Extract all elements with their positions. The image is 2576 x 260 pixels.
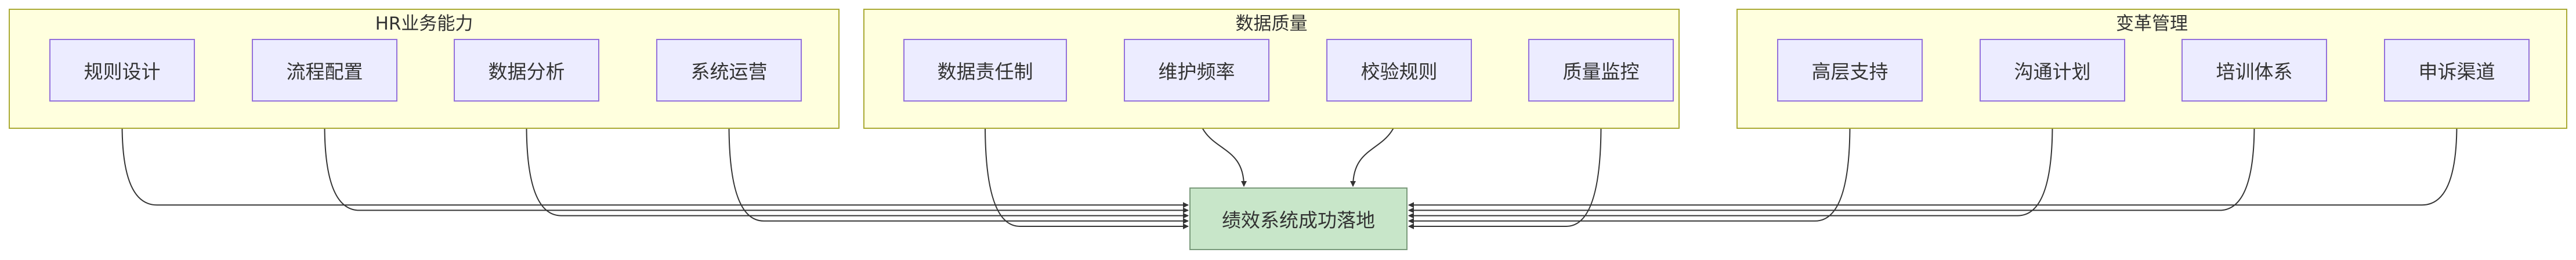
node-rule-design[interactable]: 规则设计 bbox=[49, 39, 195, 102]
edge-data-accountability bbox=[985, 102, 1189, 229]
node-communication-plan[interactable]: 沟通计划 bbox=[1980, 39, 2125, 102]
group-title: 数据质量 bbox=[1235, 13, 1308, 34]
node-data-analysis[interactable]: 数据分析 bbox=[454, 39, 599, 102]
edge-system-operation bbox=[728, 102, 1189, 224]
edge-process-config bbox=[324, 102, 1189, 214]
edge-communication-plan bbox=[1408, 102, 2053, 219]
node-training-system[interactable]: 培训体系 bbox=[2181, 39, 2327, 102]
edge-rule-design bbox=[121, 102, 1189, 208]
node-executive-support[interactable]: 高层支持 bbox=[1777, 39, 1923, 102]
edge-executive-support bbox=[1408, 102, 1851, 224]
edge-quality-monitoring bbox=[1408, 102, 1602, 229]
edge-data-analysis bbox=[526, 102, 1189, 219]
node-system-operation[interactable]: 系统运营 bbox=[656, 39, 802, 102]
edge-appeal-channel bbox=[1408, 102, 2458, 208]
node-data-accountability[interactable]: 数据责任制 bbox=[903, 39, 1067, 102]
node-target-success[interactable]: 绩效系统成功落地 bbox=[1189, 187, 1408, 250]
edge-training-system bbox=[1408, 102, 2255, 214]
node-validation-rules[interactable]: 校验规则 bbox=[1326, 39, 1472, 102]
node-maintenance-frequency[interactable]: 维护频率 bbox=[1124, 39, 1269, 102]
node-process-config[interactable]: 流程配置 bbox=[252, 39, 397, 102]
node-appeal-channel[interactable]: 申诉渠道 bbox=[2384, 39, 2530, 102]
group-title: 变革管理 bbox=[2116, 13, 2188, 34]
node-quality-monitoring[interactable]: 质量监控 bbox=[1528, 39, 1674, 102]
group-title: HR业务能力 bbox=[375, 13, 473, 34]
